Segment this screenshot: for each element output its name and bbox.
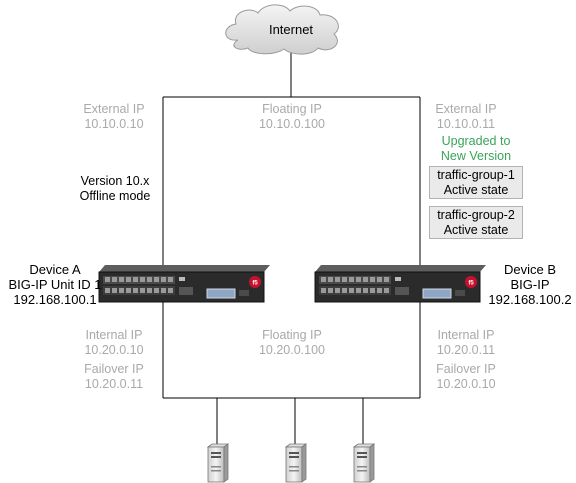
top-floating-ip: Floating IP 10.10.0.100 xyxy=(240,102,344,132)
right-failover-ip: Failover IP 10.20.0.10 xyxy=(424,362,508,392)
left-internal-ip: Internal IP 10.20.0.10 xyxy=(72,328,156,358)
svg-text:f5: f5 xyxy=(252,281,258,287)
device-b-address: 192.168.100.2 xyxy=(488,292,572,307)
device-a-appliance-icon: f5 xyxy=(98,265,270,303)
server-3-icon xyxy=(352,443,376,483)
traffic-group-2-box: traffic-group-2 Active state xyxy=(429,206,523,239)
left-external-address: 10.10.0.10 xyxy=(84,117,144,131)
svg-text:f5: f5 xyxy=(468,281,474,287)
top-floating-title: Floating IP xyxy=(262,102,322,116)
version-note: Version 10.x Offline mode xyxy=(70,174,160,204)
device-a-address: 192.168.100.1 xyxy=(13,292,97,307)
internet-cloud-icon xyxy=(225,4,339,55)
left-internal-title: Internal IP xyxy=(85,328,143,342)
left-failover-ip: Failover IP 10.20.0.11 xyxy=(72,362,156,392)
traffic-group-1-name: traffic-group-1 xyxy=(437,168,515,182)
top-floating-address: 10.10.0.100 xyxy=(258,117,326,131)
right-failover-address: 10.20.0.10 xyxy=(436,377,496,391)
left-internal-address: 10.20.0.10 xyxy=(84,343,144,357)
bottom-floating-title: Floating IP xyxy=(262,328,322,342)
device-b-type: BIG-IP xyxy=(510,277,550,292)
device-b-name: Device B xyxy=(503,262,557,277)
left-failover-title: Failover IP xyxy=(84,362,144,376)
upgrade-note-line2: New Version xyxy=(440,149,512,163)
right-external-title: External IP xyxy=(435,102,497,116)
device-a-label: Device A BIG-IP Unit ID 1 192.168.100.1 xyxy=(0,262,110,307)
right-internal-title: Internal IP xyxy=(437,328,495,342)
device-a-name: Device A xyxy=(29,262,81,277)
upgrade-note-line1: Upgraded to xyxy=(441,134,511,148)
traffic-group-1-box: traffic-group-1 Active state xyxy=(429,166,523,199)
right-internal-address: 10.20.0.11 xyxy=(436,343,496,357)
traffic-group-2-name: traffic-group-2 xyxy=(437,208,515,222)
traffic-group-2-state: Active state xyxy=(443,223,509,237)
internet-label: Internet xyxy=(268,22,314,37)
right-external-address: 10.10.0.11 xyxy=(436,117,496,131)
bottom-floating-ip: Floating IP 10.20.0.100 xyxy=(240,328,344,358)
server-2-icon xyxy=(284,443,308,483)
left-external-title: External IP xyxy=(83,102,145,116)
version-note-line1: Version 10.x xyxy=(80,174,150,188)
device-b-label: Device B BIG-IP 192.168.100.2 xyxy=(484,262,576,307)
right-failover-title: Failover IP xyxy=(436,362,496,376)
left-failover-address: 10.20.0.11 xyxy=(84,377,144,391)
right-internal-ip: Internal IP 10.20.0.11 xyxy=(424,328,508,358)
right-external-ip: External IP 10.10.0.11 xyxy=(424,102,508,132)
version-note-line2: Offline mode xyxy=(79,189,151,203)
device-a-unit: BIG-IP Unit ID 1 xyxy=(8,277,102,292)
traffic-group-1-state: Active state xyxy=(443,183,509,197)
upgrade-note: Upgraded to New Version xyxy=(424,134,528,164)
bottom-floating-address: 10.20.0.100 xyxy=(258,343,326,357)
device-b-appliance-icon: f5 xyxy=(314,265,486,303)
server-1-icon xyxy=(206,443,230,483)
left-external-ip: External IP 10.10.0.10 xyxy=(72,102,156,132)
connection-lines xyxy=(162,52,421,444)
